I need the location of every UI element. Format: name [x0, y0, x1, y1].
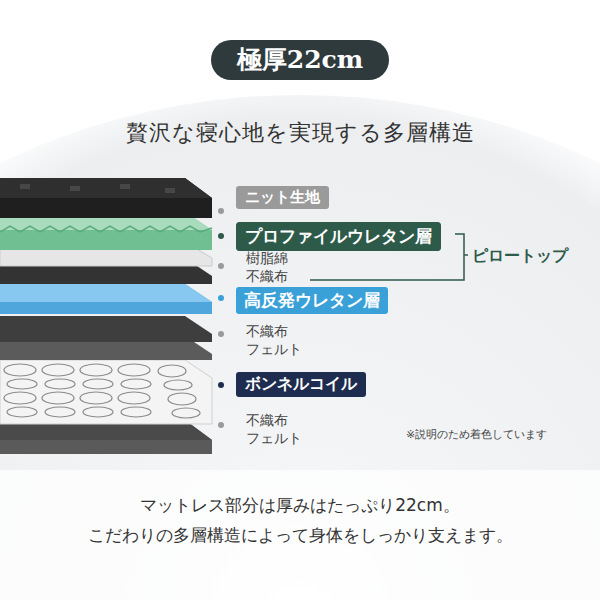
layer-label: 不織布	[246, 268, 288, 286]
layer-label: 不織布	[246, 323, 288, 341]
layer-label: フェルト	[246, 341, 302, 359]
layer-tag: 高反発ウレタン層	[236, 287, 388, 314]
caption: マットレス部分は厚みはたっぷり22cm。 こだわりの多層構造によって身体をしっか…	[70, 490, 530, 550]
title-pill: 極厚22cm	[211, 40, 389, 80]
layer-tag: プロファイルウレタン層	[236, 222, 441, 251]
layer-tag: ボンネルコイル	[236, 372, 366, 397]
layer-label: 樹脂綿	[246, 250, 288, 268]
layer-label: フェルト	[246, 430, 302, 448]
node-text: 極厚22cm	[237, 40, 363, 80]
group-label: ピロートップ	[472, 246, 568, 267]
node-text: 高反発ウレタン層	[244, 289, 380, 312]
subtitle: 贅沢な寝心地を実現する多層構造	[0, 118, 600, 148]
node-text: プロファイルウレタン層	[245, 225, 432, 248]
layer-label: 不織布	[246, 412, 288, 430]
layer-tag: ニット生地	[236, 186, 329, 209]
note: ※説明のため着色しています	[406, 427, 547, 442]
node-text: ニット生地	[245, 188, 320, 207]
node-text: ボンネルコイル	[245, 374, 357, 395]
